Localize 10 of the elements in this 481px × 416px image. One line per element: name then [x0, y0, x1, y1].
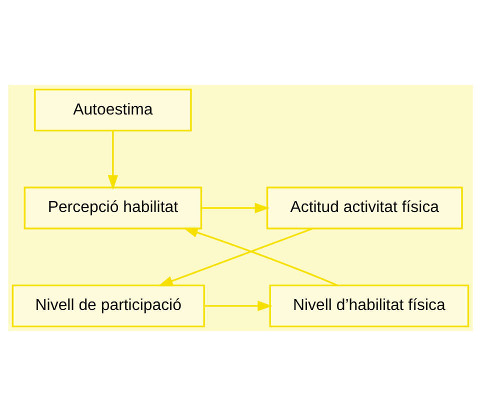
arrow [158, 228, 313, 286]
node-box: Autoestima [34, 88, 192, 132]
node-box: Nivell d’habilitat física [269, 284, 470, 328]
arrow [204, 300, 272, 312]
node-box: Percepció habilitat [24, 186, 202, 230]
node-box: Nivell de participació [12, 284, 205, 328]
arrow [201, 202, 270, 214]
arrow [108, 131, 118, 190]
node-box: Actitud activitat física [266, 186, 463, 230]
arrow [183, 228, 338, 286]
